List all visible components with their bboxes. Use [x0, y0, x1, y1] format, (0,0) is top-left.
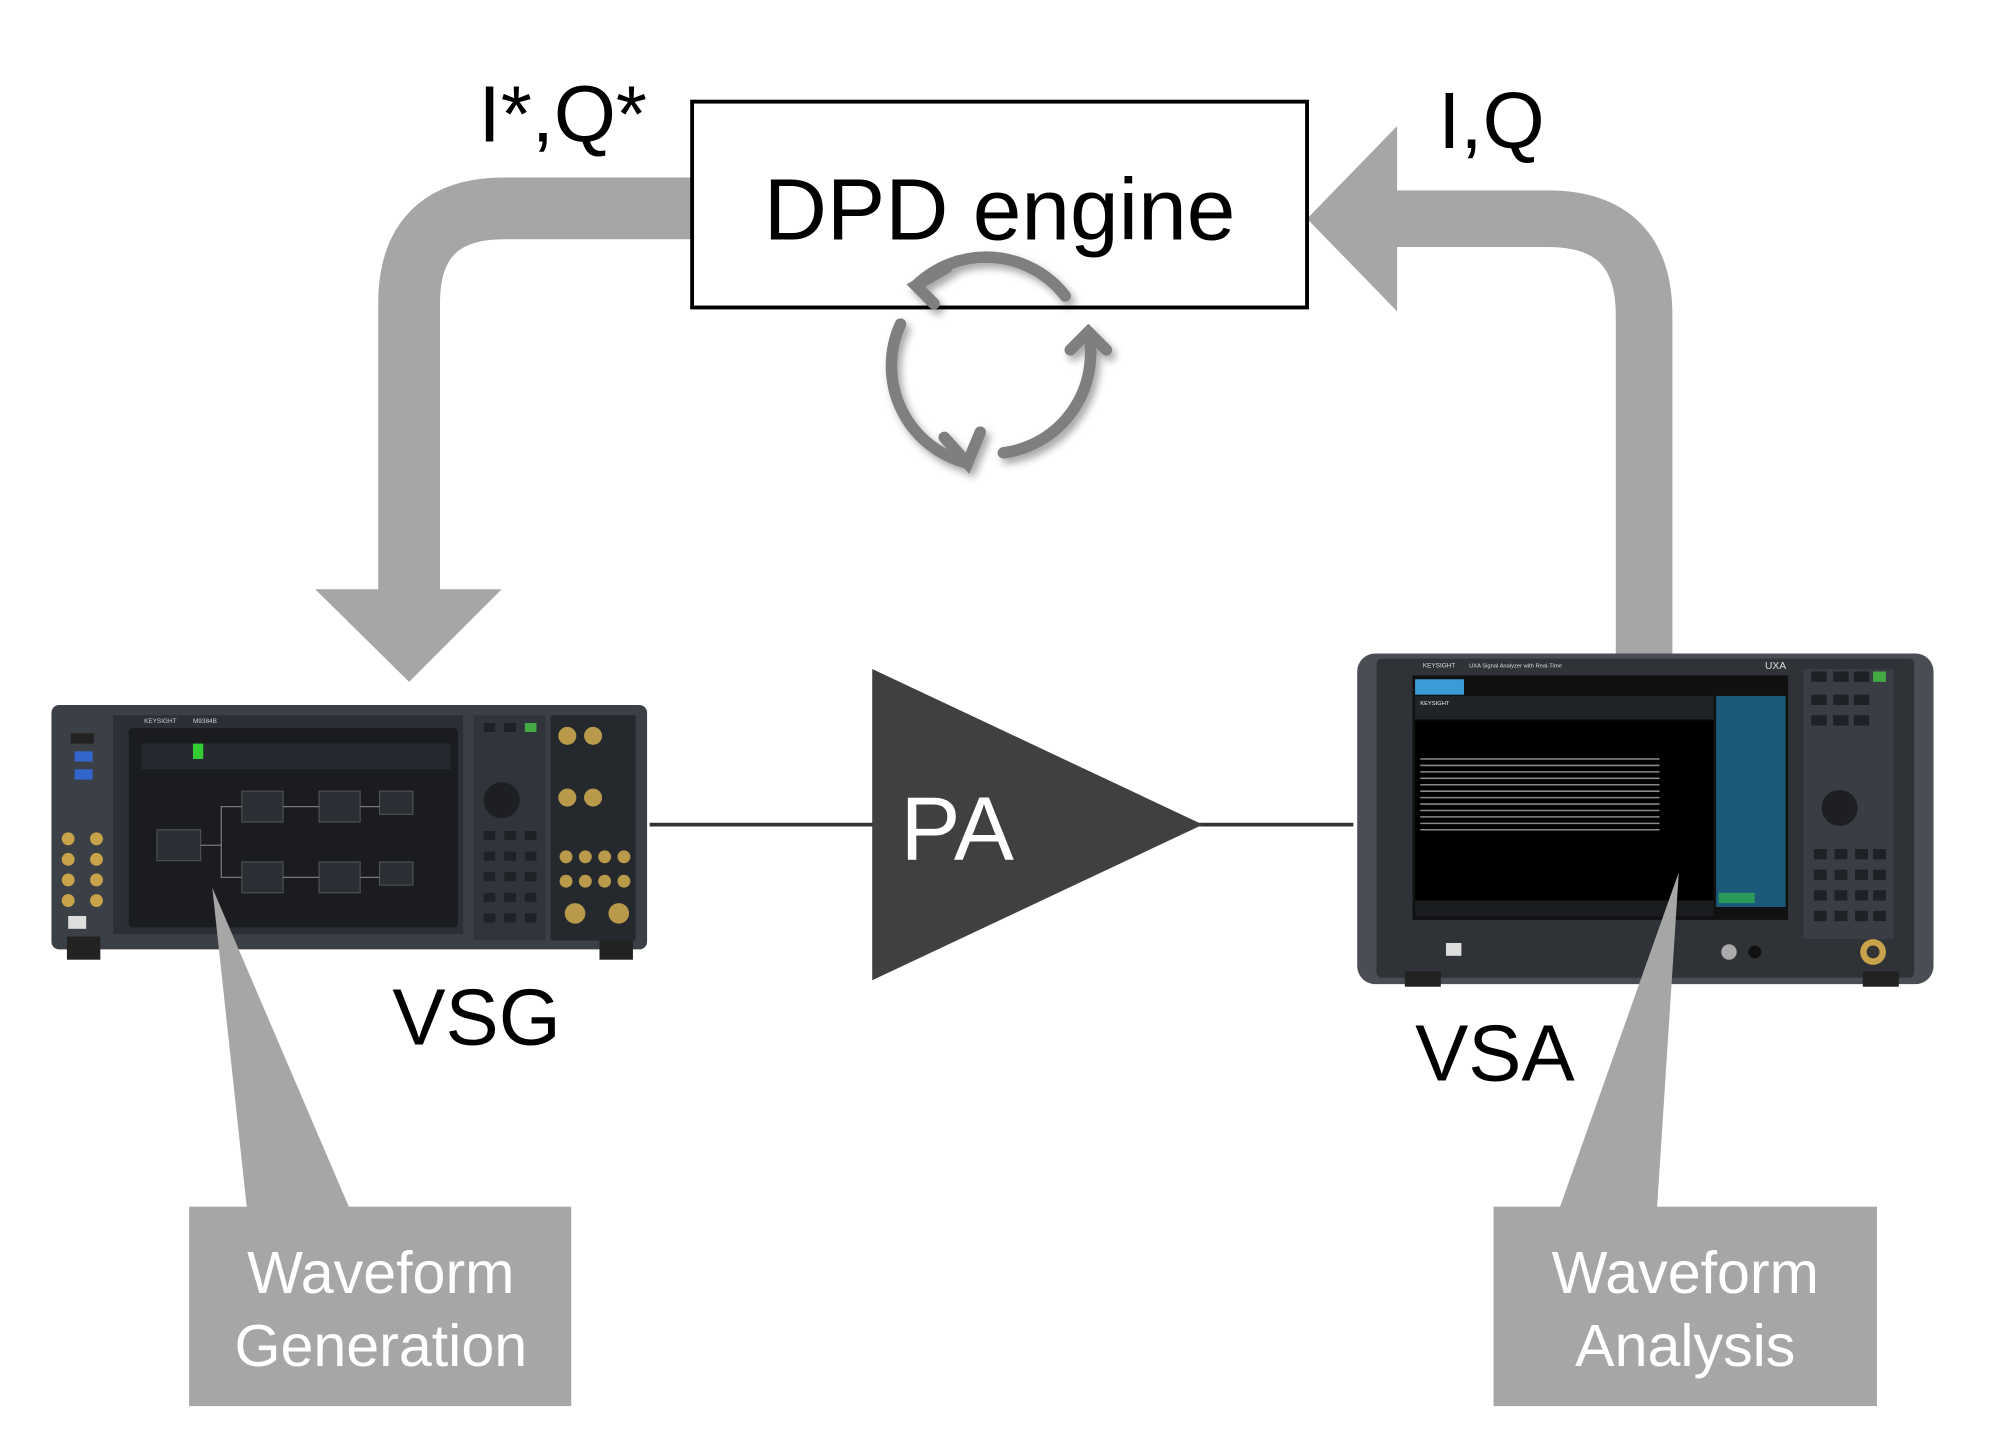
vsa-brand: KEYSIGHT [1423, 663, 1456, 670]
vsa-model: UXA [1765, 661, 1786, 672]
vsa-screen-title: UXA Signal Analyzer with Real-Time [1469, 664, 1562, 670]
analysis-callout-line-1: Waveform [1552, 1239, 1819, 1306]
vsg-brand: KEYSIGHT [144, 718, 177, 725]
vsa-results-table [1420, 758, 1660, 831]
predistorted-signal-arrow [315, 177, 695, 682]
power-amplifier: PA [872, 668, 1203, 981]
dpd-engine-label: DPD engine [764, 160, 1236, 258]
generation-callout-line-1: Waveform [247, 1239, 514, 1306]
feedback-signal-arrow [1307, 126, 1673, 654]
predistorted-signal-label: I*,Q* [479, 70, 647, 159]
vsa-screen-logo: KEYSIGHT [1420, 701, 1450, 707]
pa-label: PA [901, 778, 1014, 879]
vsg-model: M9384B [193, 718, 217, 725]
feedback-signal-label: I,Q [1438, 76, 1544, 165]
generation-callout-line-2: Generation [234, 1312, 527, 1379]
dpd-engine-box: DPD engine [690, 99, 1309, 310]
iteration-cycle-icon [885, 251, 1113, 474]
vsa-instrument: KEYSIGHT UXA Signal Analyzer with Real-T… [1357, 653, 1934, 987]
vsg-instrument: KEYSIGHT M9384B [51, 704, 648, 960]
vsg-label: VSG [392, 973, 560, 1062]
vsa-label: VSA [1415, 1009, 1575, 1098]
analysis-callout-line-2: Analysis [1575, 1312, 1795, 1379]
waveform-generation-callout: Waveform Generation [189, 887, 572, 1407]
